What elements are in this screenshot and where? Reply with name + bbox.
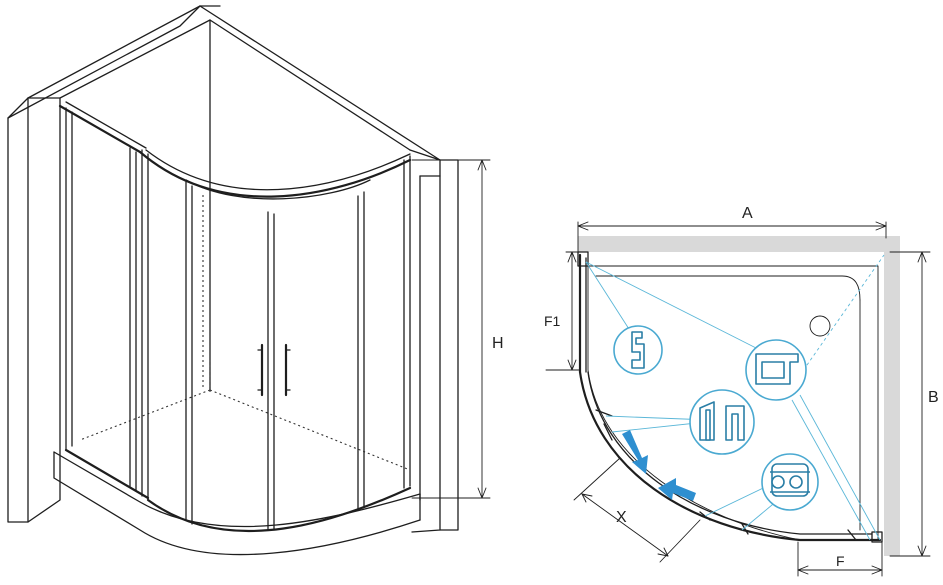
width-dimension: A — [577, 205, 887, 253]
top-frame — [58, 101, 412, 200]
arrow-down-icon — [622, 430, 648, 474]
x-label: X — [616, 509, 627, 526]
detail-circle-rollers — [761, 453, 819, 511]
height-dimension: H — [411, 159, 504, 499]
isometric-view: H — [7, 5, 504, 556]
f-dimension: F — [797, 541, 883, 577]
door-handles — [257, 343, 291, 397]
curved-panels — [185, 155, 411, 531]
detail-circle-wall-profile — [745, 339, 807, 401]
detail-circle-profile — [613, 325, 663, 375]
fixed-panel — [65, 107, 149, 501]
leader-lines — [585, 254, 885, 541]
shower-tray — [53, 448, 421, 556]
f1-dimension: F1 — [544, 251, 581, 371]
sliding-direction-arrows — [622, 430, 696, 501]
x-dimension: X — [573, 457, 701, 563]
arrow-left-icon — [658, 478, 696, 501]
drain-icon — [809, 315, 831, 337]
depth-dimension: B — [889, 251, 939, 557]
depth-label: B — [928, 389, 939, 406]
back-wall — [79, 5, 441, 471]
plan-view: A B F1 F — [544, 205, 939, 577]
back-wall-plan — [578, 236, 900, 252]
f1-label: F1 — [544, 313, 561, 329]
height-label: H — [492, 335, 504, 352]
right-wall — [409, 149, 459, 533]
detail-circle-door-profiles — [689, 389, 755, 455]
width-label: A — [742, 205, 753, 222]
side-wall-plan — [884, 236, 900, 556]
left-wall — [7, 5, 221, 523]
f-label: F — [836, 553, 845, 569]
